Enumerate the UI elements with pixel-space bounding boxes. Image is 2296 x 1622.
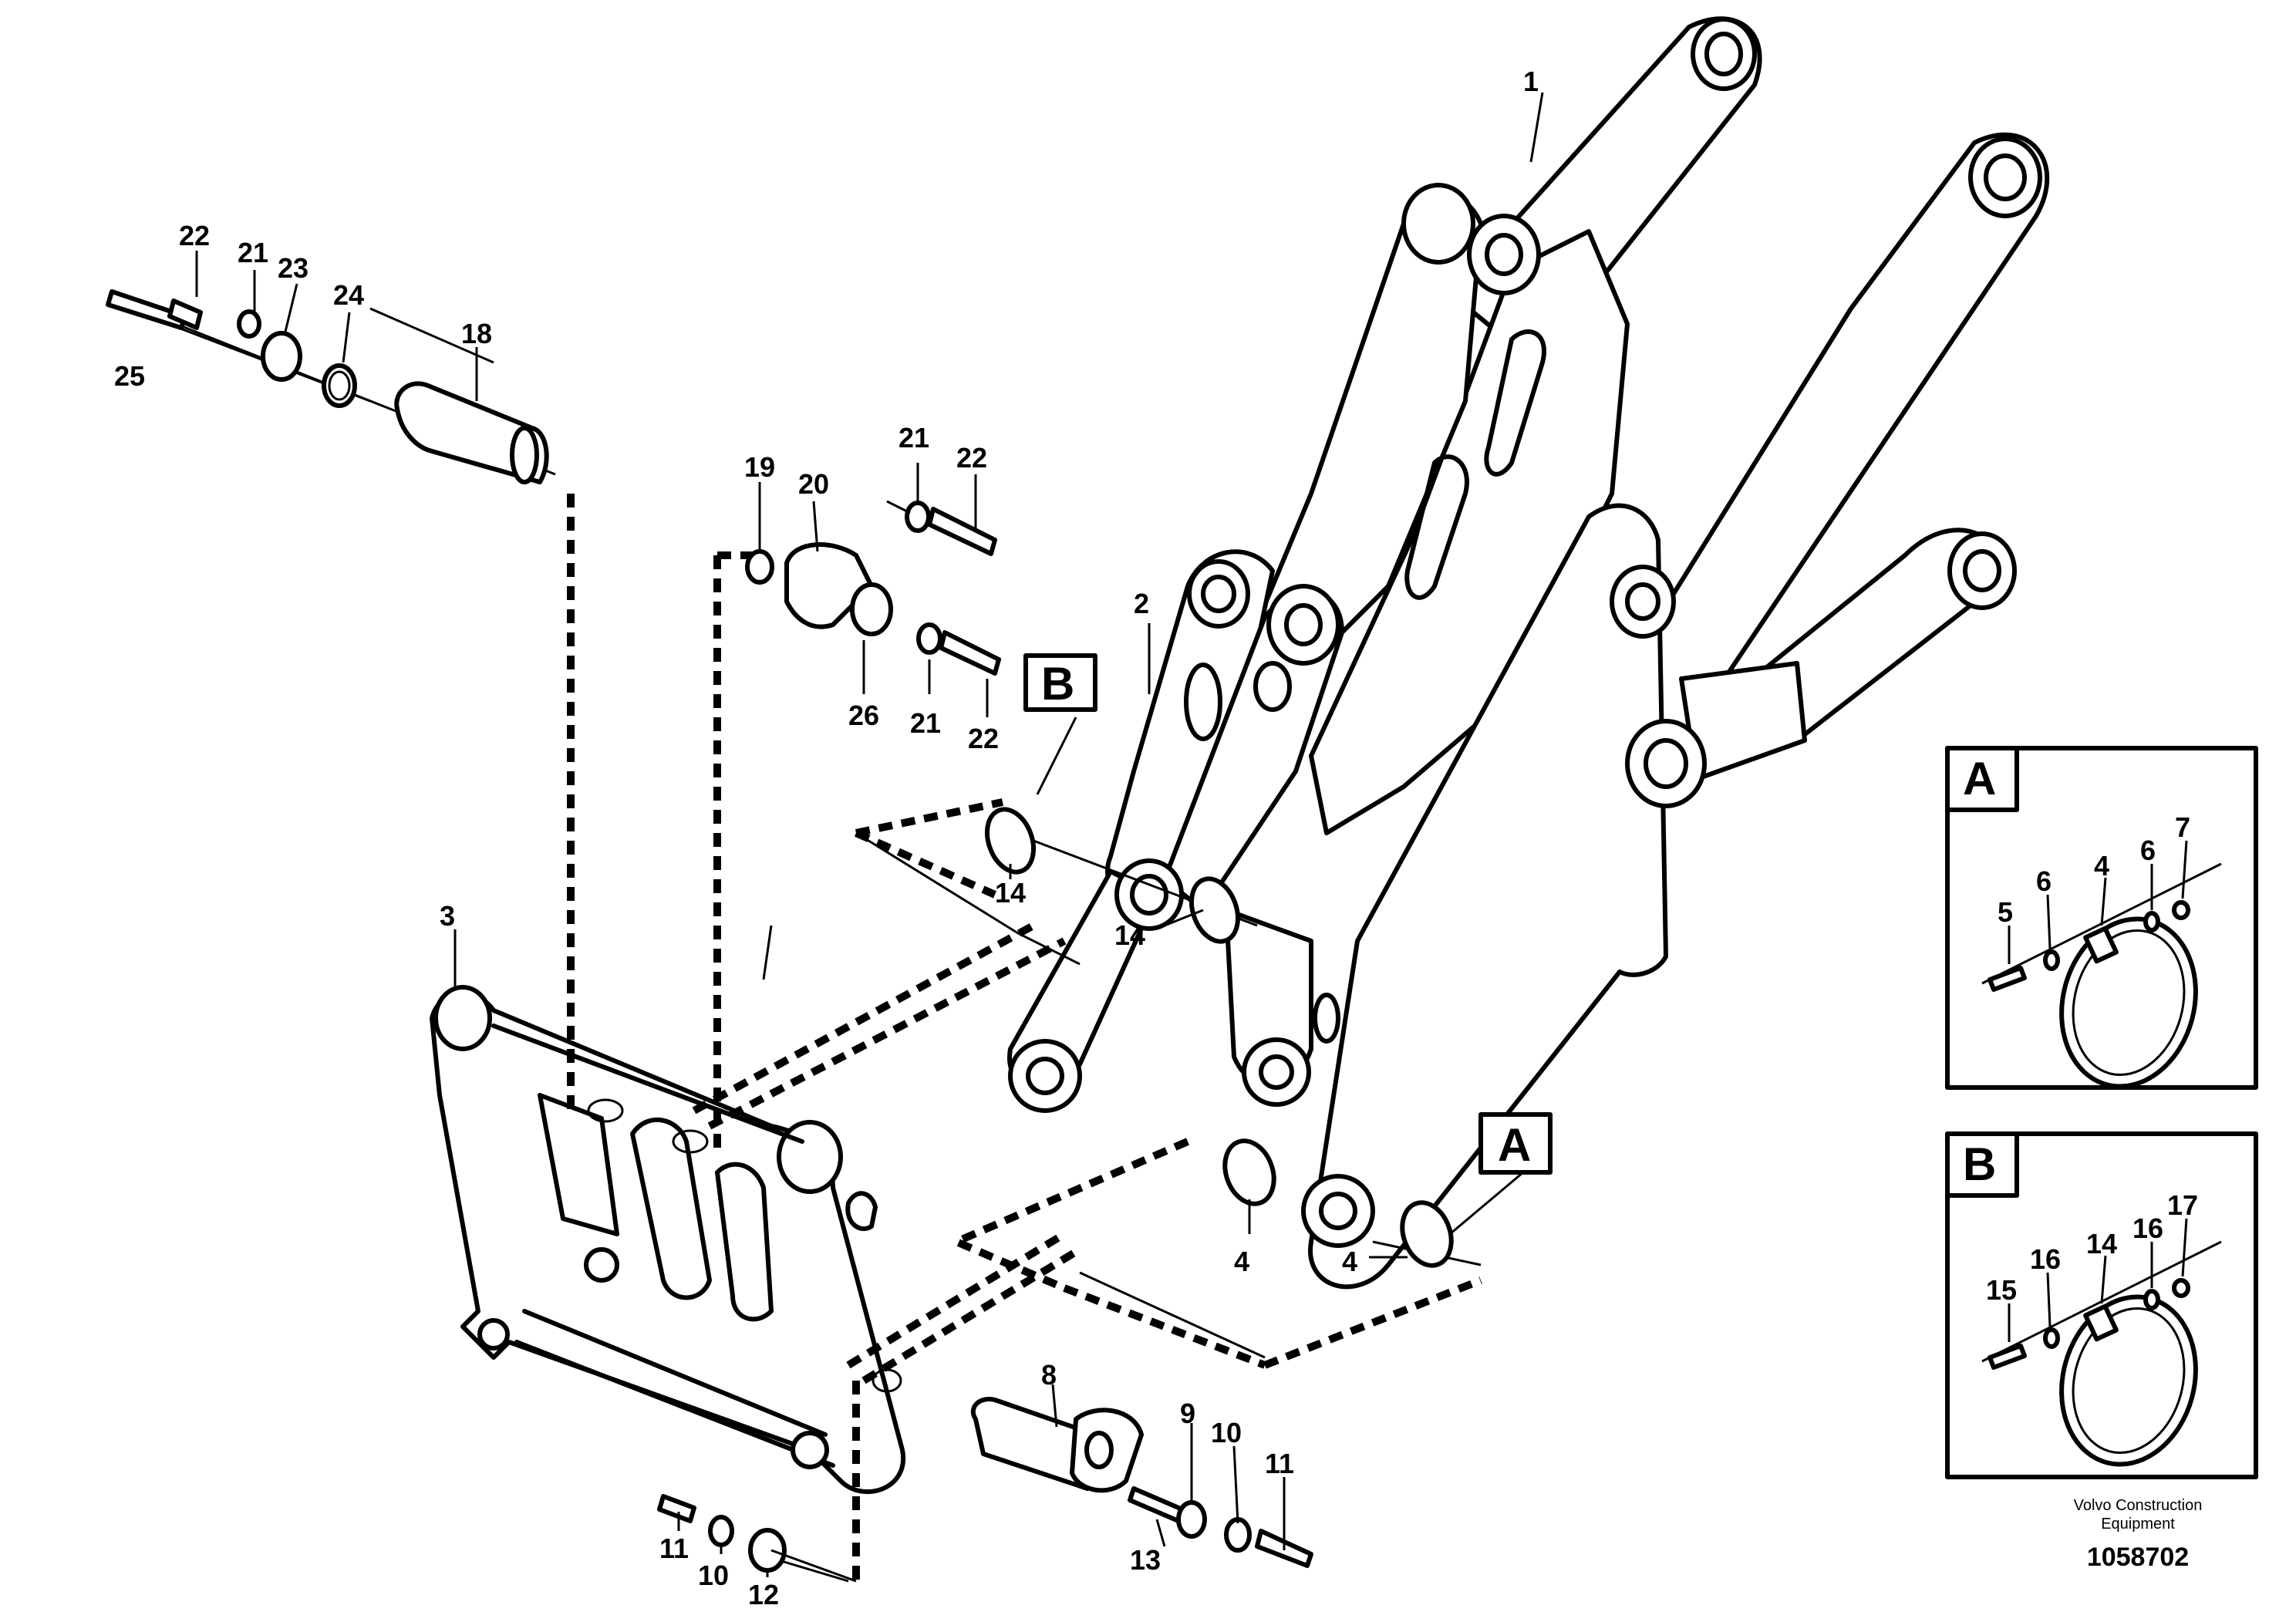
detail-a-label: 7 — [2175, 811, 2190, 843]
marker-a: A — [1478, 1112, 1553, 1175]
detail-box-b: B 15 16 14 16 17 — [1945, 1131, 2258, 1479]
callout-21: 21 — [238, 237, 268, 268]
detail-a-label: 5 — [1998, 896, 2013, 928]
callout-26: 26 — [848, 700, 879, 731]
callout-23: 23 — [278, 252, 308, 284]
assembly-dashed-lines — [567, 494, 1482, 1581]
callout-10: 10 — [1211, 1417, 1242, 1448]
o-ring-seals — [985, 807, 1454, 1268]
callout-22: 22 — [956, 442, 987, 474]
callout-25: 25 — [114, 360, 145, 392]
callout-4: 4 — [1234, 1246, 1249, 1277]
lift-arm-assembly — [1007, 16, 2050, 1290]
callout-22: 22 — [179, 220, 210, 251]
callout-4: 4 — [1342, 1246, 1357, 1277]
callout-labels: 1 2 3 4 4 8 9 10 11 13 11 10 12 14 14 18… — [114, 66, 1539, 1610]
detail-a-title: A — [1963, 753, 1996, 804]
callout-21: 21 — [899, 422, 929, 454]
credit-text: Equipment — [2101, 1516, 2175, 1533]
detail-b-label: 15 — [1986, 1274, 2017, 1306]
callout-19: 19 — [744, 451, 775, 483]
pin-assembly-upper — [106, 289, 556, 484]
credit-text: Volvo Construction — [2074, 1497, 2203, 1514]
detail-b-title: B — [1963, 1138, 1996, 1190]
svg-text:A: A — [1498, 1119, 1531, 1171]
callout-18: 18 — [461, 318, 492, 349]
document-number: 1058702 — [2087, 1543, 2189, 1572]
detail-b-label: 16 — [2132, 1212, 2163, 1244]
callout-20: 20 — [798, 468, 829, 500]
callout-14: 14 — [1114, 919, 1145, 951]
callout-14: 14 — [995, 877, 1026, 909]
detail-box-a: A 5 6 4 6 7 — [1945, 746, 2258, 1090]
callout-12: 12 — [748, 1579, 779, 1610]
callout-13: 13 — [1130, 1544, 1161, 1576]
marker-b: B — [1023, 653, 1097, 712]
callout-11: 11 — [1265, 1448, 1294, 1479]
callout-11: 11 — [659, 1533, 689, 1564]
callout-2: 2 — [1134, 588, 1149, 619]
detail-b-label: 17 — [2167, 1189, 2198, 1221]
detail-b-label: 16 — [2030, 1243, 2061, 1275]
leader-lines — [195, 92, 1544, 1577]
detail-b-label: 14 — [2086, 1228, 2117, 1259]
detail-a-label: 4 — [2094, 850, 2109, 882]
callout-1: 1 — [1523, 66, 1539, 97]
svg-text:B: B — [1041, 658, 1074, 710]
callout-9: 9 — [1180, 1398, 1195, 1429]
callout-21: 21 — [910, 707, 941, 739]
callout-24: 24 — [333, 279, 364, 311]
pin-assembly-middle — [745, 500, 1001, 676]
callout-3: 3 — [440, 900, 455, 932]
callout-22: 22 — [968, 723, 999, 754]
callout-10: 10 — [698, 1560, 729, 1591]
detail-a-label: 6 — [2140, 835, 2156, 866]
callout-8: 8 — [1041, 1359, 1057, 1391]
detail-a-label: 6 — [2036, 865, 2052, 897]
quick-coupler-frame — [430, 985, 906, 1495]
